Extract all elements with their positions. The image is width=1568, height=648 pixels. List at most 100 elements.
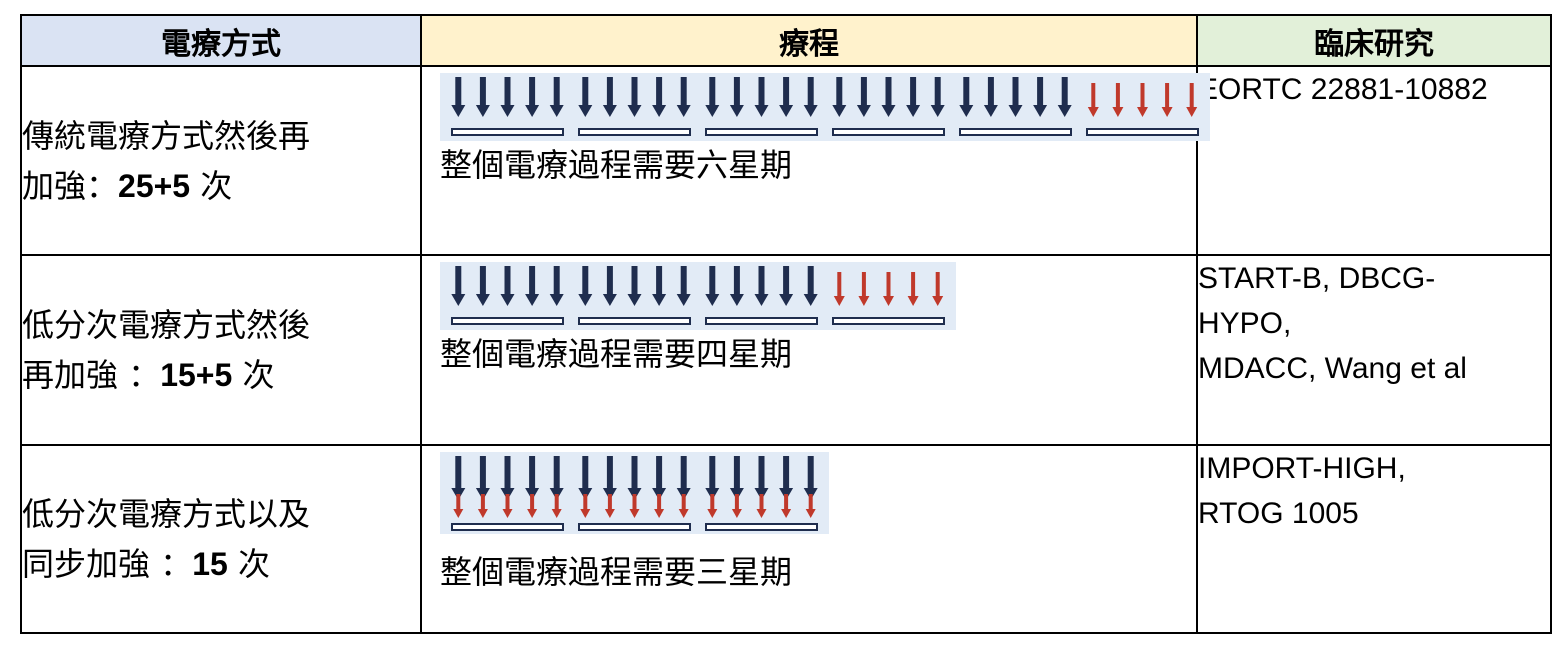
course-caption: 整個電療過程需要四星期 (440, 335, 793, 373)
week-bar (1086, 128, 1199, 136)
whole-breast-arrow (652, 77, 667, 117)
boost-arrow (907, 272, 919, 306)
method-count: 15+5 (160, 357, 233, 393)
whole-breast-arrow (729, 266, 744, 306)
boost-arrow (756, 494, 767, 518)
boost-arrow (604, 494, 615, 518)
method-line-1: 傳統電療方式然後再 (22, 116, 311, 155)
whole-breast-arrow (959, 77, 974, 117)
method-count: 15 (192, 546, 228, 582)
schedule-diagram (440, 73, 1210, 141)
whole-breast-arrow (627, 266, 642, 306)
whole-breast-arrow (578, 266, 593, 306)
boost-arrow (858, 272, 870, 306)
week-bar (832, 317, 945, 325)
course-caption: 整個電療過程需要三星期 (440, 553, 793, 591)
whole-breast-arrow (1008, 77, 1023, 117)
boost-arrow (1112, 83, 1124, 117)
whole-breast-arrow (475, 77, 490, 117)
trial-line: RTOG 1005 (1198, 497, 1359, 530)
whole-breast-arrow (1033, 77, 1048, 117)
whole-breast-arrow (500, 266, 515, 306)
week-bar (451, 317, 564, 325)
schedule-svg (451, 456, 818, 531)
method-suffix: 次 (232, 356, 275, 394)
boost-arrow (629, 494, 640, 518)
whole-breast-arrow (500, 77, 515, 117)
whole-breast-arrow (779, 456, 794, 500)
schedule-svg (451, 77, 1199, 136)
method-prefix: 同步加強 ： (22, 545, 193, 583)
boost-arrow (654, 494, 665, 518)
week-bar (578, 523, 691, 531)
boost-arrow (502, 494, 513, 518)
week-bar (451, 128, 564, 136)
whole-breast-arrow (779, 77, 794, 117)
method-cell: 傳統電療方式然後再 加強：25+5 次 (20, 65, 422, 256)
boost-arrow (580, 494, 591, 518)
method-prefix: 加強： (22, 166, 119, 205)
whole-breast-arrow (549, 77, 564, 117)
table-row: 低分次電療方式以及 同步加強 ：15 次 整個電療過程需要三星期 IMPORT-… (20, 444, 1552, 634)
whole-breast-arrow (754, 456, 769, 500)
whole-breast-arrow (705, 77, 720, 117)
boost-arrow (781, 494, 792, 518)
table-row: 傳統電療方式然後再 加強：25+5 次 整個電療過程需要六星期 EORTC 22… (20, 65, 1552, 256)
boost-arrow (731, 494, 742, 518)
method-suffix: 次 (190, 166, 233, 205)
method-prefix: 再加強 ： (22, 356, 161, 394)
week-bar (705, 128, 818, 136)
table-row: 低分次電療方式然後 再加強 ：15+5 次 整個電療過程需要四星期 START-… (20, 254, 1552, 446)
whole-breast-arrow (803, 456, 818, 500)
course-cell: 整個電療過程需要三星期 (420, 444, 1198, 634)
header-row: 電療方式 療程 臨床研究 (20, 14, 1552, 67)
boost-arrow (551, 494, 562, 518)
boost-arrow (453, 494, 464, 518)
whole-breast-arrow (729, 77, 744, 117)
header-method: 電療方式 (20, 14, 422, 67)
method-cell: 低分次電療方式以及 同步加強 ：15 次 (20, 444, 422, 634)
whole-breast-arrow (451, 456, 466, 500)
trial-cell: START-B, DBCG- HYPO, MDACC, Wang et al (1196, 254, 1552, 446)
whole-breast-arrow (602, 77, 617, 117)
whole-breast-arrow (676, 456, 691, 500)
whole-breast-arrow (652, 456, 667, 500)
whole-breast-arrow (754, 266, 769, 306)
whole-breast-arrow (578, 77, 593, 117)
method-line-2: 加強：25+5 次 (22, 161, 420, 211)
whole-breast-arrow (525, 77, 540, 117)
whole-breast-arrow (602, 456, 617, 500)
whole-breast-arrow (930, 77, 945, 117)
boost-arrow (707, 494, 718, 518)
boost-arrow (805, 494, 816, 518)
course-caption: 整個電療過程需要六星期 (440, 146, 793, 184)
whole-breast-arrow (525, 266, 540, 306)
whole-breast-arrow (803, 77, 818, 117)
method-cell: 低分次電療方式然後 再加強 ：15+5 次 (20, 254, 422, 446)
whole-breast-arrow (906, 77, 921, 117)
boost-arrow (678, 494, 689, 518)
method-line-2: 再加強 ：15+5 次 (22, 350, 420, 400)
whole-breast-arrow (754, 77, 769, 117)
boost-arrow (883, 272, 894, 306)
boost-arrow (932, 272, 944, 306)
whole-breast-arrow (500, 456, 515, 500)
trial-line: IMPORT-HIGH, (1198, 452, 1406, 485)
boost-arrow (1186, 83, 1198, 117)
boost-arrow (527, 494, 538, 518)
whole-breast-arrow (1057, 77, 1072, 117)
radiotherapy-comparison-table: 電療方式 療程 臨床研究 傳統電療方式然後再 加強：25+5 次 整個電療過程需… (20, 14, 1552, 634)
header-course: 療程 (420, 14, 1198, 67)
trial-line: HYPO, (1198, 307, 1292, 340)
week-bar (578, 128, 691, 136)
whole-breast-arrow (676, 77, 691, 117)
trial-cell: EORTC 22881-10882 (1196, 65, 1552, 256)
week-bar (832, 128, 945, 136)
week-bar (959, 128, 1072, 136)
whole-breast-arrow (652, 266, 667, 306)
schedule-svg (451, 266, 945, 325)
whole-breast-arrow (602, 266, 617, 306)
whole-breast-arrow (627, 456, 642, 500)
whole-breast-arrow (705, 266, 720, 306)
whole-breast-arrow (729, 456, 744, 500)
